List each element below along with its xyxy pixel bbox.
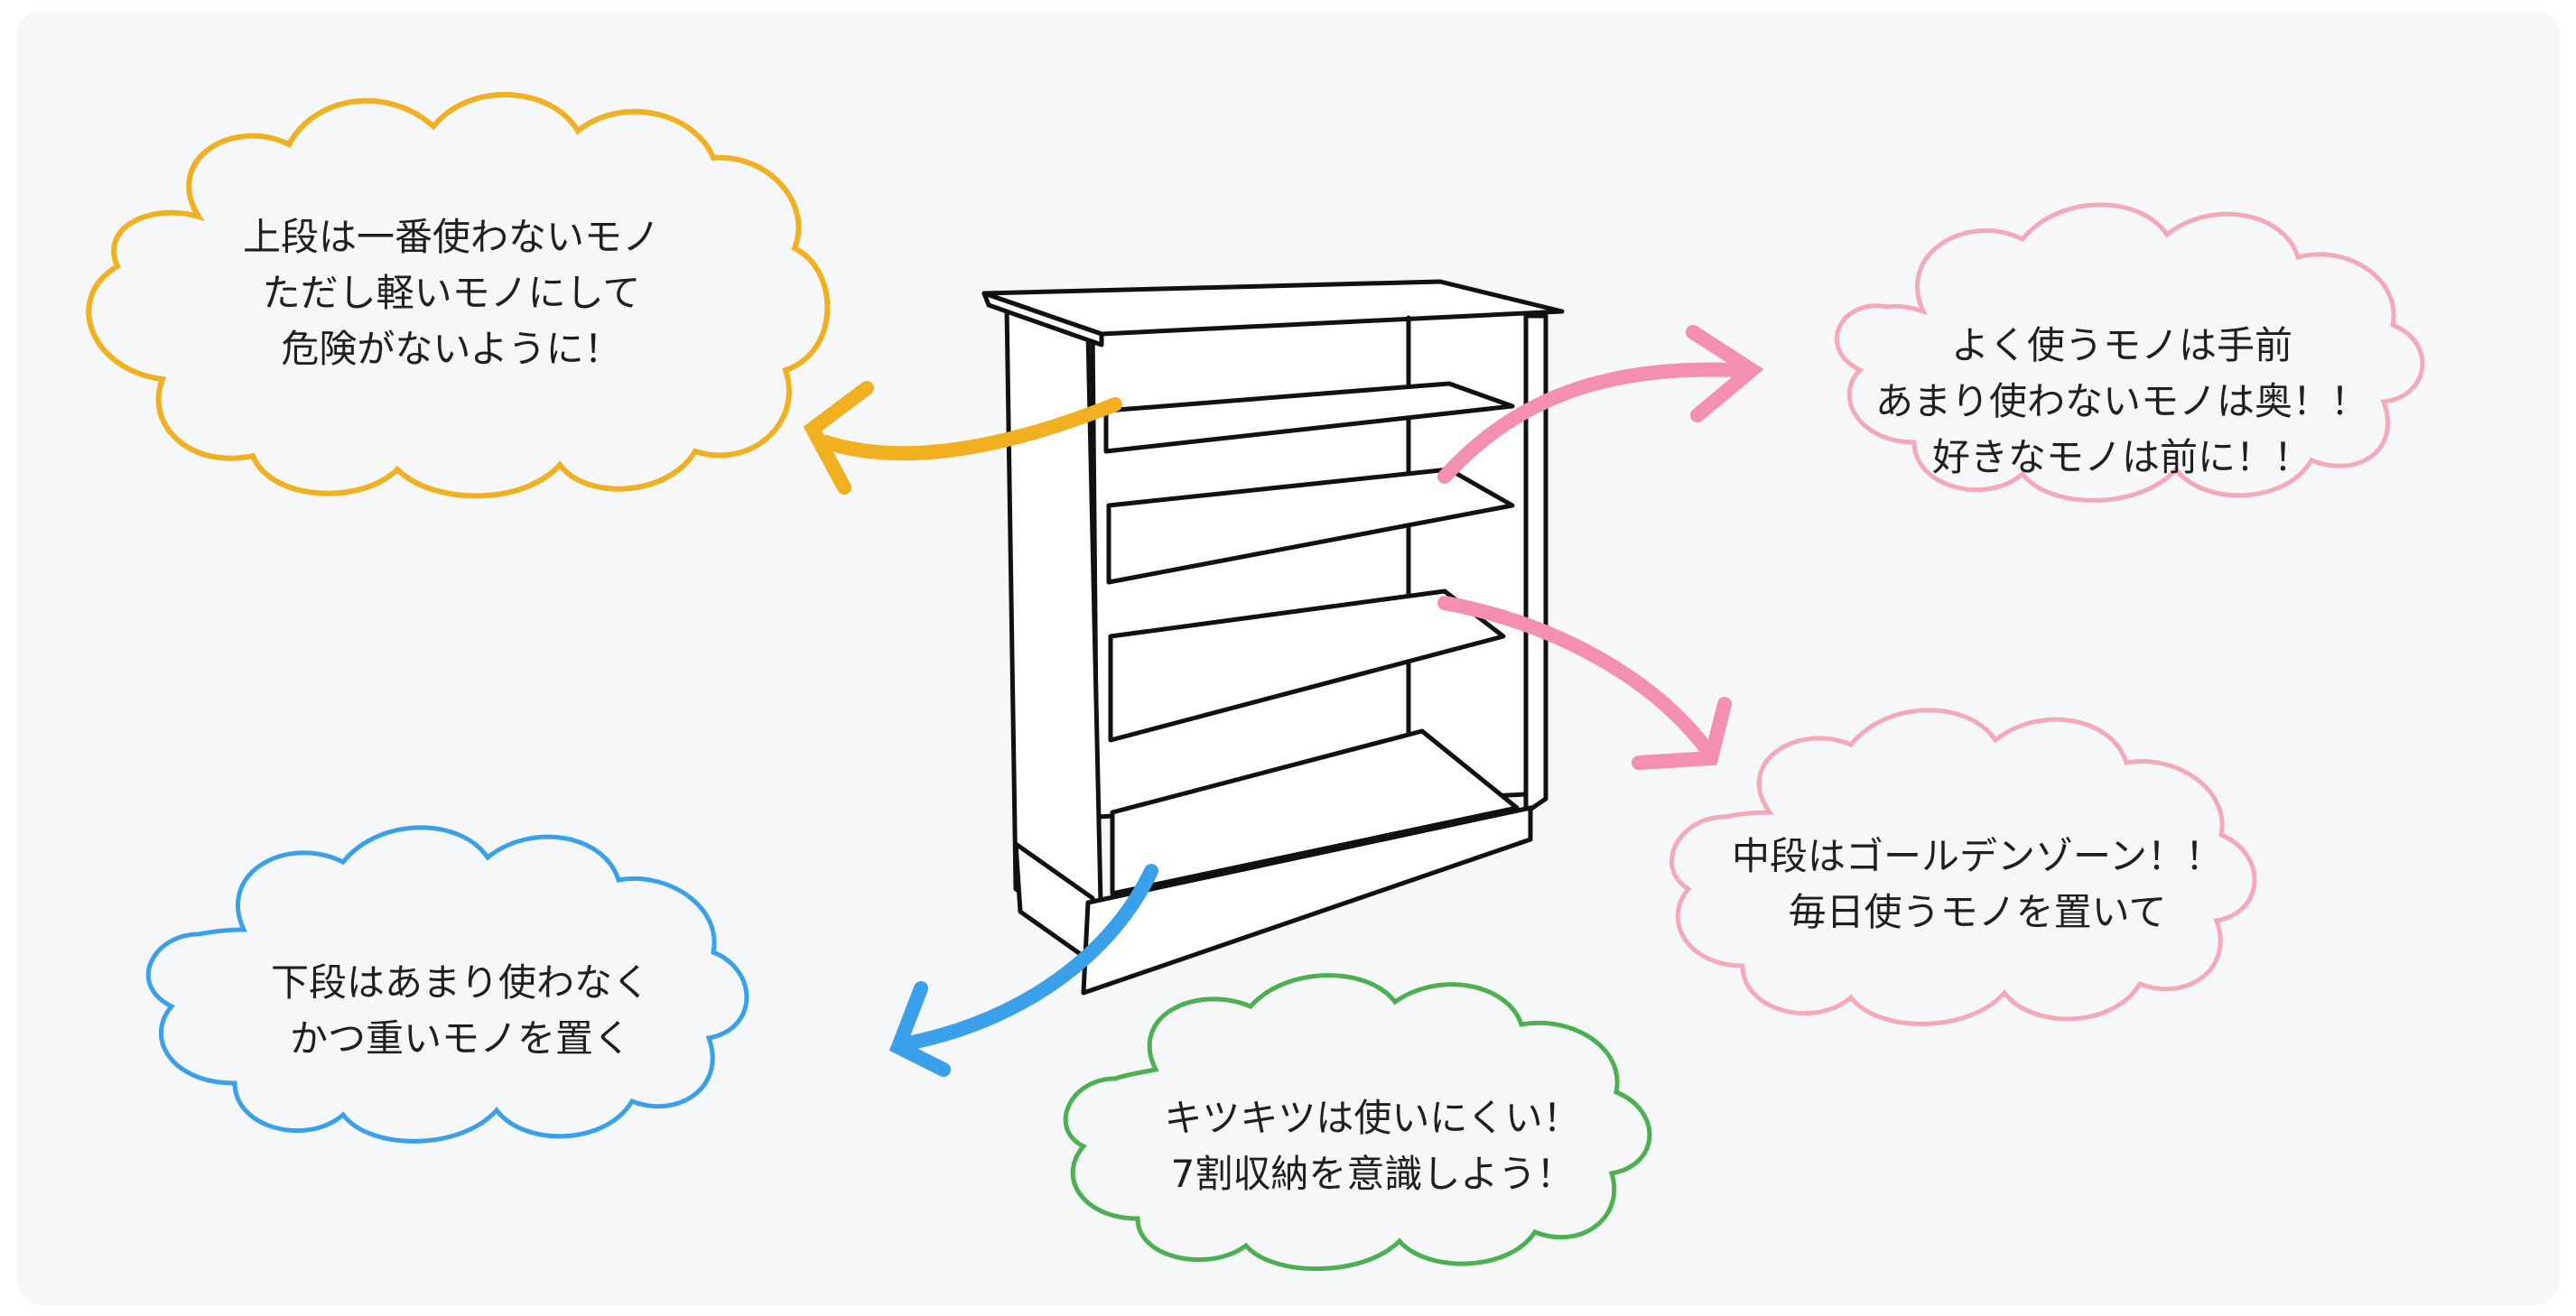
arrow-middle-shaft <box>1437 596 1714 756</box>
shelf-board-2 <box>1106 467 1515 585</box>
note-middle-line-2: 毎日使うモノを置いて <box>1788 890 2167 934</box>
note-space-line-1: キツキツは使いにくい！ <box>1164 1096 1581 1140</box>
note-front: よく使うモノは手前 あまり使わないモノは奥！！ 好きなモノは前に！！ <box>1842 298 2402 505</box>
note-space-line-2: 7割収納を意識しよう！ <box>1170 1152 1575 1196</box>
cloud-space <box>1063 973 1652 1272</box>
cloud-space-outline <box>1063 973 1652 1272</box>
shelf-bottom-board <box>1110 728 1520 896</box>
cloud-middle <box>1669 708 2257 1026</box>
arrow-bottom <box>888 864 1158 1077</box>
note-front-line-2: あまり使わないモノは奥！！ <box>1874 379 2368 423</box>
shelf-board-3 <box>1108 588 1506 743</box>
shelf-top-edge <box>981 291 1104 348</box>
note-middle: 中段はゴールデンゾーン！！ 毎日使うモノを置いて <box>1725 794 2230 975</box>
note-top-line-1: 上段は一番使わないモノ <box>242 215 660 259</box>
arrow-front-head <box>1686 325 1764 422</box>
note-middle-line-1: 中段はゴールデンゾーン！！ <box>1732 834 2223 878</box>
note-bottom-line-1: 下段はあまり使わなく <box>270 960 650 1005</box>
cloud-middle-outline <box>1669 708 2257 1026</box>
note-front-line-3: 好きなモノは前に！！ <box>1931 435 2311 479</box>
cloud-front <box>1834 202 2425 503</box>
note-top: 上段は一番使わないモノ ただし軽いモノにして 危険がないように！ <box>135 181 767 406</box>
note-space: キツキツは使いにくい！ 7割収納を意識しよう！ <box>1111 1056 1634 1237</box>
cloud-top <box>86 91 831 499</box>
shelf-right-side <box>1523 313 1548 815</box>
cloud-bottom <box>145 825 749 1144</box>
note-front-line-1: よく使うモノは手前 <box>1950 323 2292 367</box>
arrow-bottom-shaft <box>905 864 1158 1050</box>
note-top-line-3: 危険がないように！ <box>281 327 622 371</box>
arrow-front <box>1437 325 1764 484</box>
bookshelf-illustration <box>981 279 1565 996</box>
cloud-front-outline <box>1834 202 2425 503</box>
arrow-bottom-head <box>888 981 951 1077</box>
arrow-front-shaft <box>1437 362 1741 484</box>
shelf-board-1 <box>1103 381 1515 454</box>
cloud-bottom-outline <box>145 825 749 1144</box>
arrow-middle-head <box>1632 697 1732 770</box>
note-bottom-line-2: かつ重いモノを置く <box>289 1016 631 1061</box>
cloud-top-outline <box>86 91 831 499</box>
arrow-top <box>803 381 1122 495</box>
note-top-line-2: ただし軽いモノにして <box>262 271 641 315</box>
note-bottom: 下段はあまり使わなく かつ重いモノを置く <box>208 921 713 1101</box>
arrow-top-head <box>803 381 874 495</box>
arrow-middle <box>1437 596 1732 770</box>
arrow-top-shaft <box>819 397 1122 461</box>
